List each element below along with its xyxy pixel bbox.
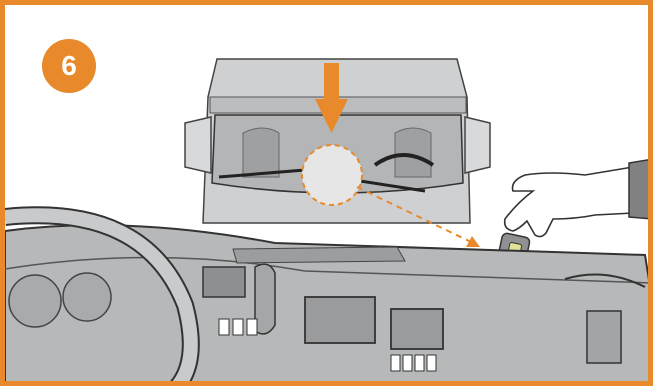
dashboard — [5, 215, 653, 386]
step-number-badge: 6 — [42, 39, 96, 93]
target-location-circle — [302, 145, 362, 205]
illustration — [5, 5, 653, 386]
hand — [505, 159, 653, 237]
